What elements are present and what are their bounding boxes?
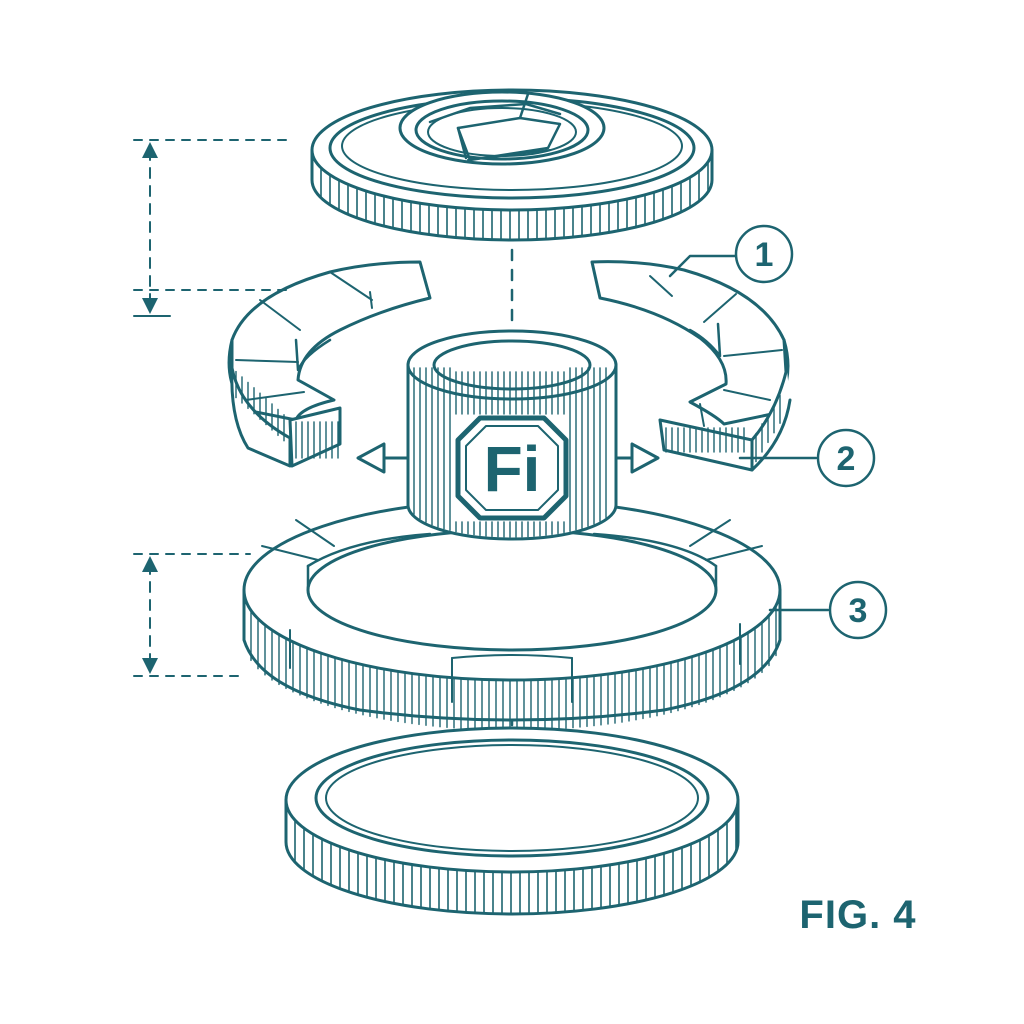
top-cap-hub: [398, 90, 606, 166]
figure-caption: FIG. 4: [799, 893, 916, 937]
callout-2-leader: [738, 428, 876, 488]
callout-2-number: 2: [837, 440, 856, 478]
badge-label: Fi: [484, 433, 541, 505]
callout-1-number: 1: [755, 236, 774, 274]
fi-logo-octagon-icon: [455, 415, 569, 521]
top-cap: [310, 88, 714, 242]
bottom-plate: [284, 726, 740, 916]
split-ring-component-1: [227, 260, 792, 474]
central-bushing: [406, 329, 618, 541]
triangle-arrow-left-icon: [356, 442, 386, 474]
callout-3-leader: [768, 580, 888, 640]
triangle-arrow-right-icon: [630, 442, 660, 474]
callout-3-number: 3: [849, 592, 868, 630]
dimension-upper: [133, 139, 291, 317]
dimension-lower: [133, 553, 251, 677]
lower-ring-component-3: [242, 498, 782, 731]
callout-1-leader: [668, 224, 794, 284]
